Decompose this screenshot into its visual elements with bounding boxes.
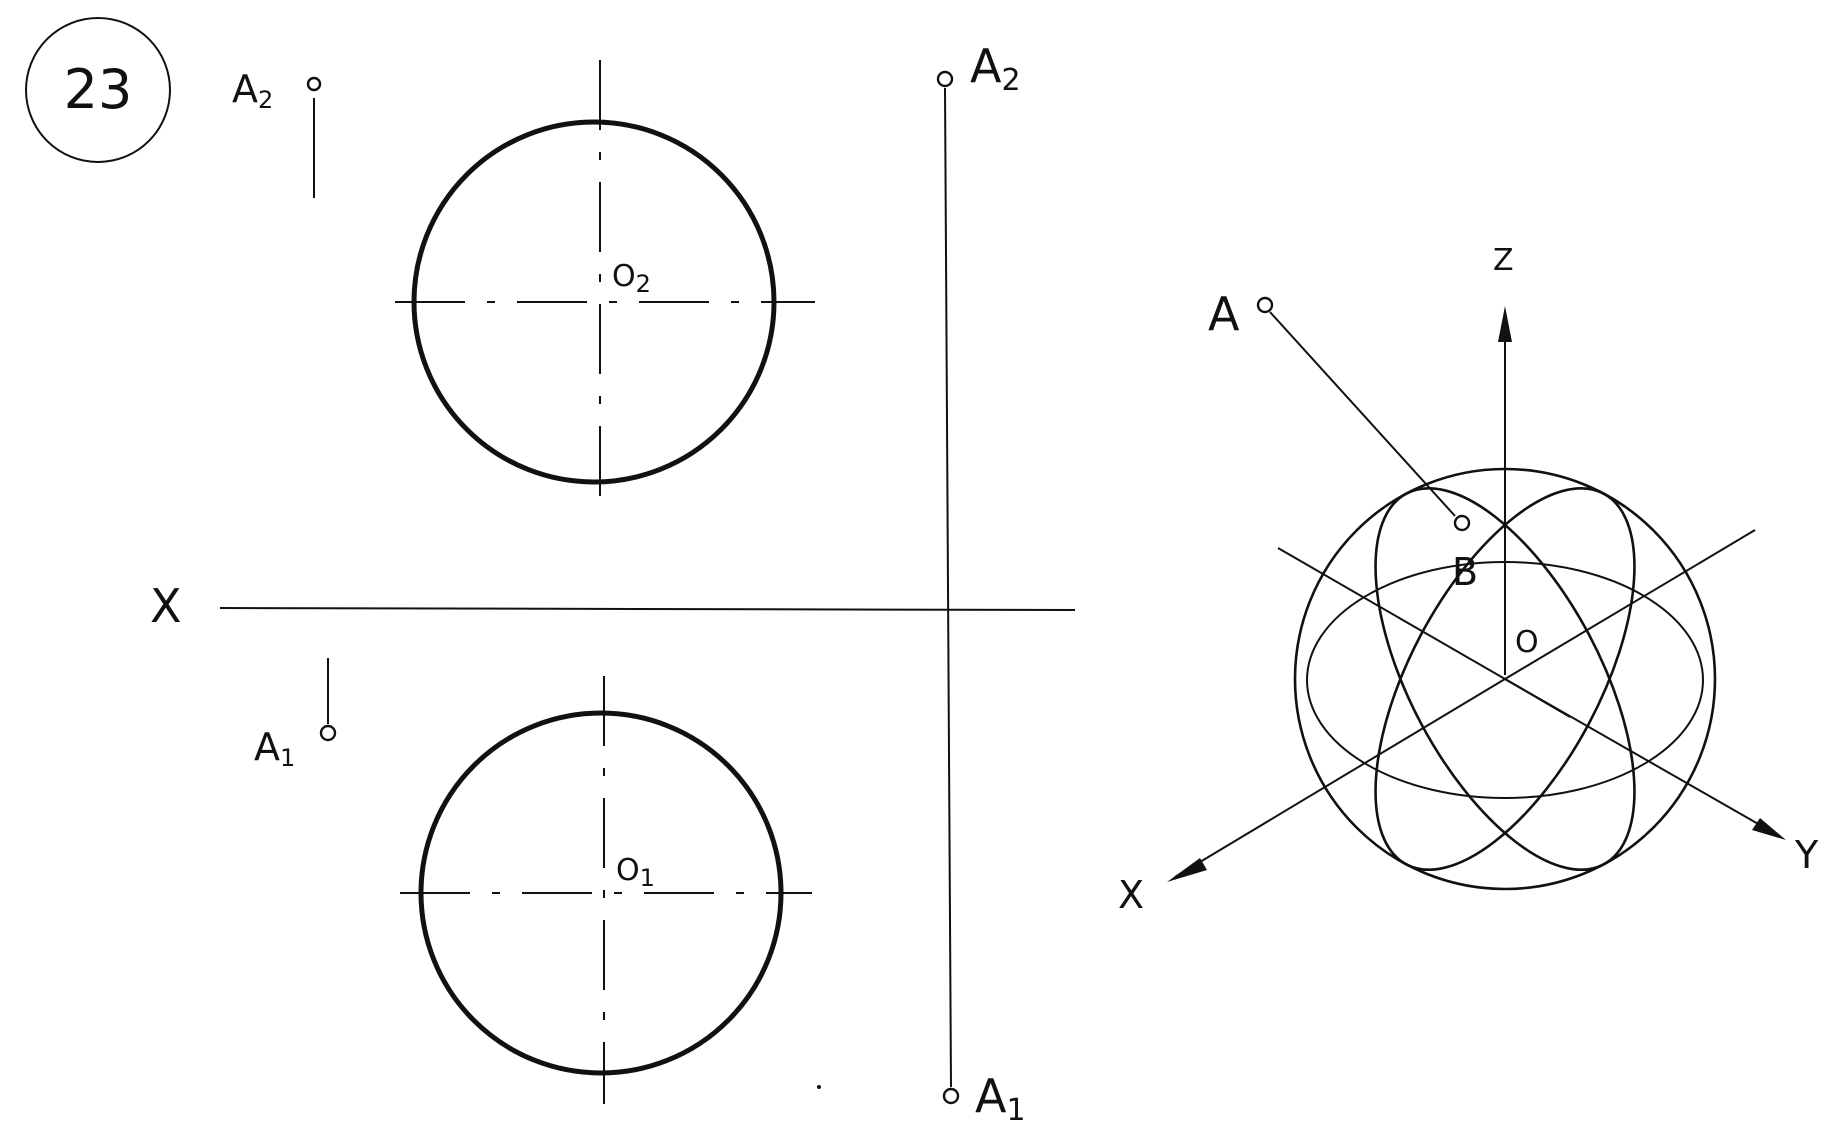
point-a1-large-sub: 1	[1006, 1093, 1025, 1128]
svg-text:A1: A1	[254, 725, 295, 772]
axis-x-label: X	[150, 579, 182, 633]
point-a1-small-marker	[319, 724, 337, 742]
point-a2-small-sub: 2	[258, 86, 273, 114]
axis-z-label: Z	[1493, 243, 1514, 278]
svg-text:O2: O2	[612, 259, 651, 298]
point-a1-small-letter: A	[254, 725, 280, 769]
frontal-sphere-outline	[411, 119, 777, 485]
frontal-projection: A2 O2	[232, 60, 815, 510]
projection-axis-x: X	[150, 579, 1076, 633]
axis-y-3d-arrow	[1752, 818, 1786, 840]
sphere-meridian-ellipse-2	[1374, 486, 1636, 872]
svg-text:A2: A2	[970, 39, 1021, 98]
point-a1-large-marker	[942, 1087, 960, 1105]
horizontal-sphere-outline	[418, 710, 784, 1076]
axis-x-3d-line	[1174, 678, 1506, 878]
axis-y-3d-label: Y	[1794, 833, 1819, 877]
axonometric-sphere-outline	[1293, 467, 1717, 891]
point-b-3d-marker	[1453, 514, 1471, 532]
problem-number-text: 23	[64, 58, 133, 121]
center-o1-letter: O	[616, 853, 640, 888]
point-a2-large-sub: 2	[1001, 63, 1020, 98]
point-a2-small: A2	[232, 67, 322, 198]
point-a2-small-letter: A	[232, 67, 258, 111]
axis-x-line	[219, 607, 1076, 611]
sphere-meridian-ellipse-1	[1374, 486, 1636, 872]
point-a1-small: A1	[254, 658, 337, 772]
stray-dot	[817, 1085, 821, 1089]
center-o2-sub: 2	[636, 270, 651, 298]
center-o2-letter: O	[612, 259, 636, 294]
axis-z-arrow	[1498, 306, 1512, 342]
point-a-3d-marker	[1256, 296, 1274, 314]
axis-x-3d-label: X	[1118, 873, 1144, 917]
svg-text:O1: O1	[616, 853, 655, 892]
svg-text:A1: A1	[975, 1069, 1026, 1128]
point-a2-large-letter: A	[970, 39, 1002, 93]
axis-y-3d-mid	[1504, 678, 1571, 718]
horizontal-projection: A1 O1	[254, 658, 812, 1104]
svg-text:A2: A2	[232, 67, 273, 114]
point-a1-small-sub: 1	[280, 744, 295, 772]
origin-3d-label: O	[1515, 625, 1539, 660]
line-a2-a1: A2 A1	[936, 39, 1026, 1128]
line-a-b-3d	[1269, 311, 1456, 517]
problem-number-badge: 23	[25, 17, 171, 163]
point-a2-large-marker	[936, 70, 954, 88]
axis-y-3d-back	[1277, 547, 1506, 680]
sphere-equator-ellipse	[1306, 561, 1704, 799]
point-a2-small-marker	[306, 76, 322, 92]
line-a2-a1-segment	[944, 87, 952, 1088]
problem-number-circle	[25, 17, 171, 163]
center-o1-sub: 1	[640, 864, 655, 892]
point-b-3d-label: B	[1452, 550, 1478, 594]
point-a1-large-letter: A	[975, 1069, 1007, 1123]
point-a-3d-label: A	[1208, 287, 1240, 341]
axonometric-view: Z X Y A B O	[1118, 243, 1819, 917]
axis-x-3d-arrow	[1167, 858, 1207, 882]
